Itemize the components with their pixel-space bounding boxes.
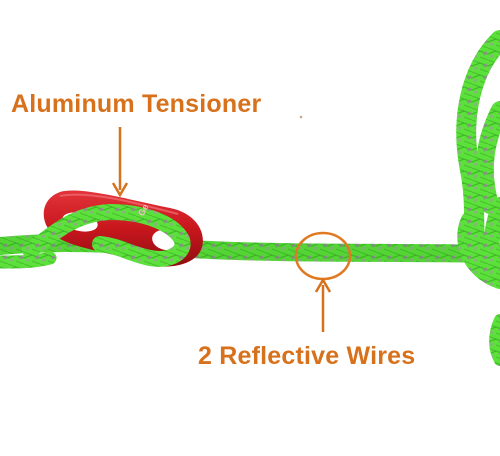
arrow-to-tensioner bbox=[111, 127, 129, 198]
left-rope-end bbox=[0, 251, 57, 269]
aluminum-tensioner bbox=[22, 190, 203, 267]
reflective-wires-label: 2 Reflective Wires bbox=[198, 342, 416, 370]
coiled-rope bbox=[456, 30, 500, 366]
arrow-to-reflective-wires bbox=[314, 277, 332, 332]
tensioner-label: Aluminum Tensioner bbox=[11, 90, 262, 118]
